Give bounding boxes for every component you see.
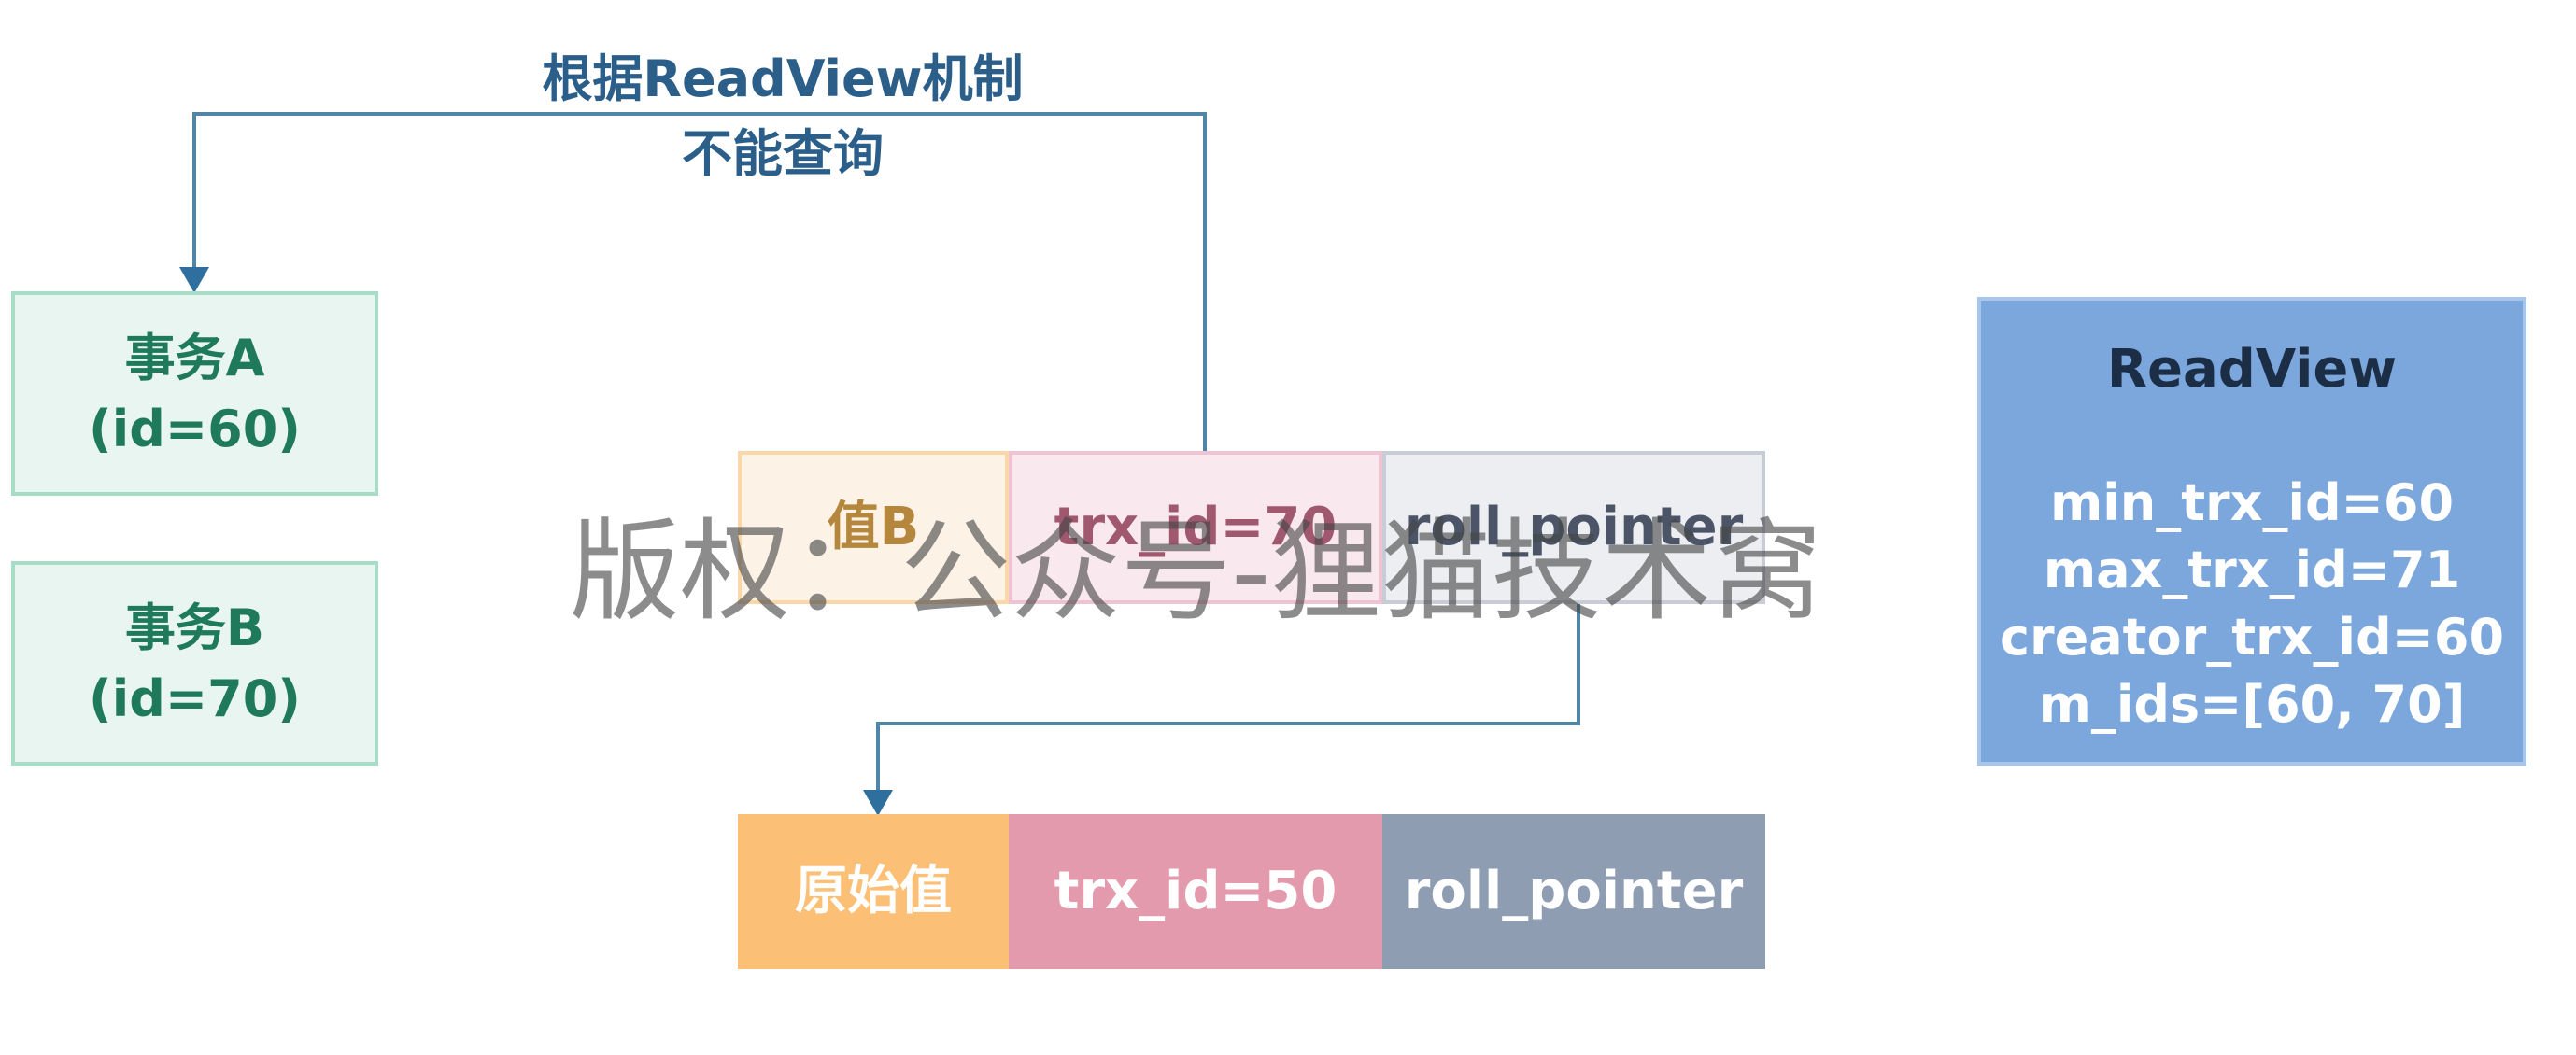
transaction-b-id: (id=70): [89, 668, 301, 728]
current-record-value: 值B: [738, 451, 1009, 604]
readview-max-trx-id: max_trx_id=71: [2043, 541, 2461, 599]
readview-panel: ReadView min_trx_id=60 max_trx_id=71 cre…: [1977, 297, 2526, 766]
transaction-b-box: 事务B (id=70): [11, 561, 378, 766]
current-record-trx-id: trx_id=70: [1009, 451, 1382, 604]
arrowhead-to-transaction-a: [179, 267, 209, 293]
transaction-a-id: (id=60): [89, 399, 301, 458]
annotation-line-1: 根据ReadView机制: [540, 49, 1026, 110]
transaction-a-name: 事务A: [124, 328, 265, 387]
current-record-roll-pointer: roll_pointer: [1382, 451, 1765, 604]
copyright-watermark: 版权：公众号-狸猫技术窝: [570, 507, 1822, 636]
readview-check-connector: [192, 112, 1207, 451]
readview-m-ids: m_ids=[60, 70]: [2038, 675, 2466, 734]
transaction-a-box: 事务A (id=60): [11, 291, 378, 496]
readview-title: ReadView: [2106, 339, 2398, 400]
undo-log-connector: [876, 604, 1580, 798]
old-record-trx-id: trx_id=50: [1009, 814, 1382, 969]
old-record-roll-pointer: roll_pointer: [1382, 814, 1765, 969]
annotation-line-2: 不能查询: [682, 124, 884, 183]
transaction-b-name: 事务B: [124, 598, 265, 657]
arrowhead-to-old-record: [863, 790, 893, 816]
readview-min-trx-id: min_trx_id=60: [2049, 473, 2455, 532]
readview-creator-trx-id: creator_trx_id=60: [1999, 608, 2505, 667]
old-record-value: 原始值: [738, 814, 1009, 969]
readview-fields: min_trx_id=60 max_trx_id=71 creator_trx_…: [1981, 478, 2523, 730]
